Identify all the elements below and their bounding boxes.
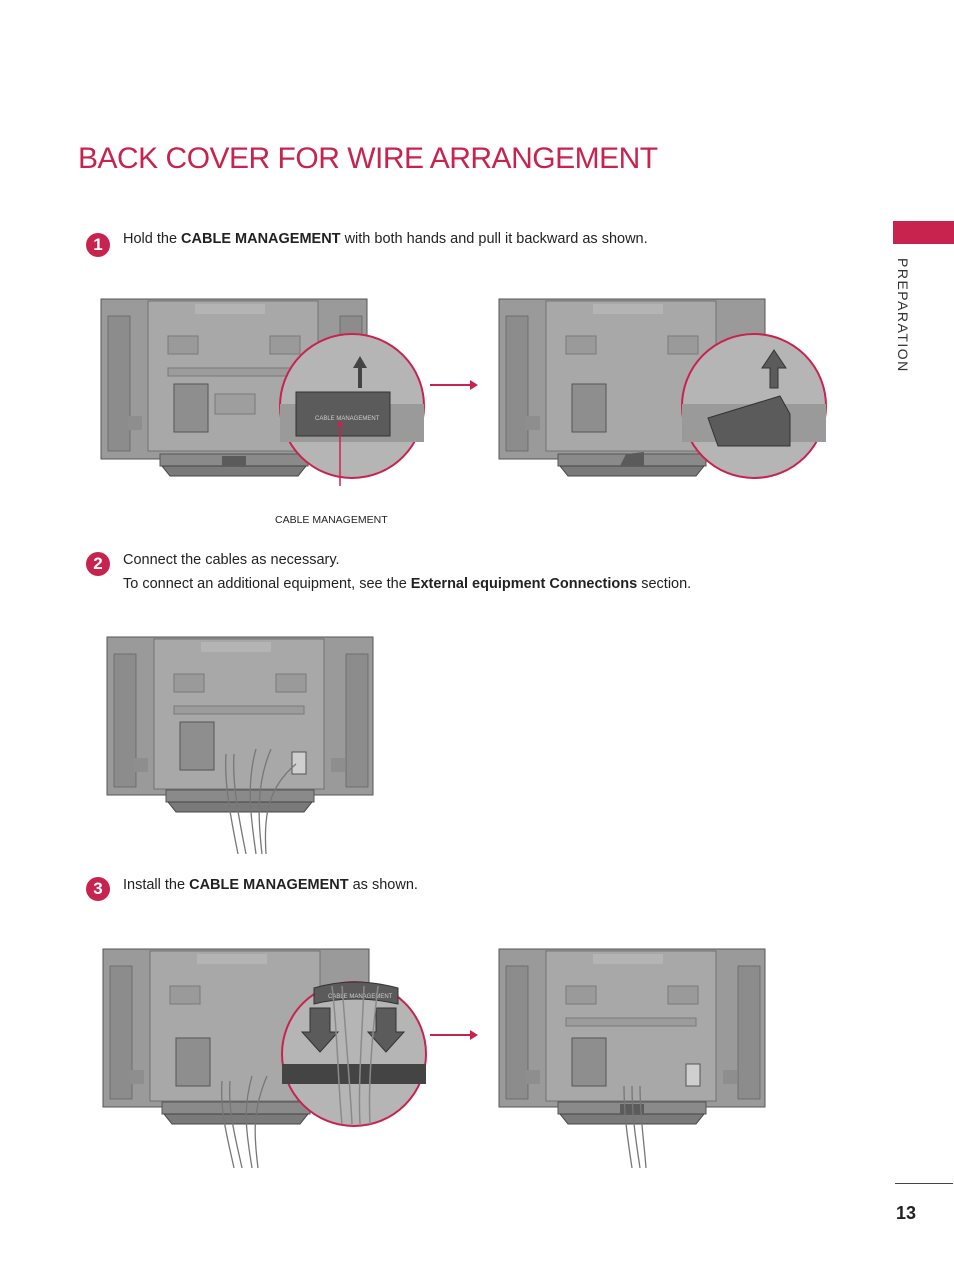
step-2-line-2: To connect an additional equipment, see … [123,576,691,592]
zoom-cables [331,985,379,1125]
step-3-text: Install the CABLE MANAGEMENT as shown. [123,877,418,893]
step-2-line-1: Connect the cables as necessary. [123,552,340,568]
section-label: PREPARATION [895,258,915,378]
step-3-text-after: as shown. [348,877,418,893]
tv-back-illustration [498,948,766,1125]
footer-rule [895,1183,953,1184]
section-label-text: PREPARATION [895,258,911,373]
step-1-text-bold: CABLE MANAGEMENT [181,231,341,247]
step-3-text-before: Install the [123,877,190,893]
step-1-figure-b [498,298,827,479]
zoom-circle [281,981,427,1127]
page-number: 13 [896,1203,917,1223]
arrow-right-icon [430,1030,478,1040]
cables [225,748,297,855]
step-3-number: 3 [86,877,110,901]
step-1-text-after: with both hands and pull it backward as … [340,231,648,247]
step-2-line-2-before: To connect an additional equipment, see … [123,576,411,592]
step-2-figure [106,636,374,855]
step-2-line-2-bold: External equipment Connections [410,576,638,592]
page-title: BACK COVER FOR WIRE ARRANGEMENT [78,142,658,175]
step-1-number: 1 [86,233,110,257]
step-2-number: 2 [86,552,110,576]
cover-text: CABLE MANAGEMENT [315,416,380,422]
section-tab-marker [893,221,954,244]
cables [623,1085,647,1169]
arrow-right-icon [430,380,478,390]
callout-caption: CABLE MANAGEMENT [275,514,388,526]
step-2-line-2-after: section. [637,576,692,592]
step-1-text: Hold the CABLE MANAGEMENT with both hand… [123,231,648,247]
tv-back-illustration [106,636,374,813]
cover-text: CABLE MANAGEMENT [328,994,393,1000]
cables [221,1075,268,1169]
step-3-text-bold: CABLE MANAGEMENT [189,877,349,893]
step-3-figure-b [498,948,766,1169]
step-1-figure-a: CABLE MANAGEMENT [100,298,425,486]
step-1-text-before: Hold the [123,231,182,247]
step-3-figure-a: CABLE MANAGEMENT [102,948,427,1169]
